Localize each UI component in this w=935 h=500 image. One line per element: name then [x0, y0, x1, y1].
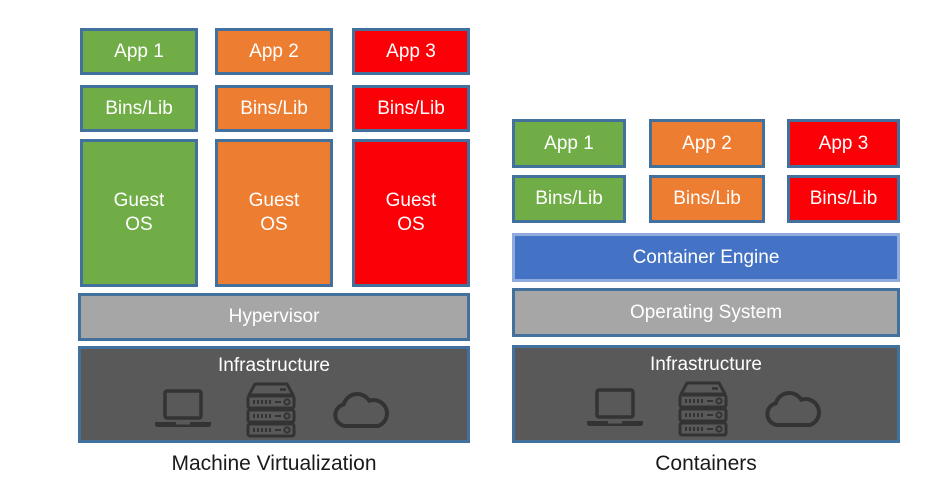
ct-binslib3-box: Bins/Lib	[787, 175, 900, 223]
ct-app3-box: App 3	[787, 119, 900, 168]
laptop-icon	[154, 388, 212, 432]
machine-virtualization-title: Machine Virtualization	[171, 452, 377, 475]
vm-guestos1-box: Guest OS	[80, 139, 198, 287]
container-engine-bar: Container Engine	[512, 233, 900, 282]
ct-binslib1-box: Bins/Lib	[512, 175, 626, 223]
vm-infrastructure-bar: Infrastructure	[78, 346, 470, 443]
hypervisor-bar: Hypervisor	[78, 293, 470, 341]
vm-app3-label: App 3	[386, 40, 436, 62]
ct-binslib3-label: Bins/Lib	[809, 188, 878, 210]
ct-app3-label: App 3	[818, 132, 869, 154]
cloud-icon	[330, 389, 394, 431]
laptop-icon	[586, 387, 644, 431]
vm-guestos2-box: Guest OS	[215, 139, 333, 287]
ct-binslib2-label: Bins/Lib	[673, 188, 741, 210]
ct-app1-box: App 1	[512, 119, 626, 168]
vm-binslib2-box: Bins/Lib	[215, 85, 333, 132]
vm-infrastructure-label: Infrastructure	[218, 355, 330, 376]
vm-binslib3-box: Bins/Lib	[352, 85, 470, 132]
container-engine-label: Container Engine	[632, 246, 780, 268]
ct-infrastructure-label: Infrastructure	[650, 354, 762, 375]
vm-guestos3-box: Guest OS	[352, 139, 470, 287]
operating-system-bar: Operating System	[512, 288, 900, 337]
ct-app1-label: App 1	[544, 132, 594, 154]
ct-binslib1-label: Bins/Lib	[535, 188, 603, 210]
ct-app2-box: App 2	[649, 119, 765, 168]
vm-infrastructure-icons	[154, 382, 394, 438]
vm-binslib1-label: Bins/Lib	[105, 97, 173, 119]
server-rack-icon	[244, 382, 298, 438]
vm-guestos2-label: Guest OS	[248, 190, 300, 235]
operating-system-label: Operating System	[629, 301, 783, 323]
vm-binslib1-box: Bins/Lib	[80, 85, 198, 132]
ct-binslib2-box: Bins/Lib	[649, 175, 765, 223]
vm-guestos1-label: Guest OS	[113, 190, 165, 235]
containers-title: Containers	[655, 452, 757, 475]
vm-app2-box: App 2	[215, 28, 333, 75]
vm-binslib2-label: Bins/Lib	[240, 97, 308, 119]
server-rack-icon	[676, 381, 730, 437]
vm-app1-box: App 1	[80, 28, 198, 75]
ct-infrastructure-bar: Infrastructure	[512, 345, 900, 443]
ct-app2-label: App 2	[682, 132, 732, 154]
vm-app1-label: App 1	[114, 40, 164, 62]
vm-app3-box: App 3	[352, 28, 470, 75]
vm-guestos3-label: Guest OS	[385, 190, 437, 235]
cloud-icon	[762, 388, 826, 430]
vm-app2-label: App 2	[249, 40, 299, 62]
hypervisor-label: Hypervisor	[228, 306, 320, 328]
ct-infrastructure-icons	[586, 381, 826, 437]
vm-binslib3-label: Bins/Lib	[377, 97, 445, 119]
